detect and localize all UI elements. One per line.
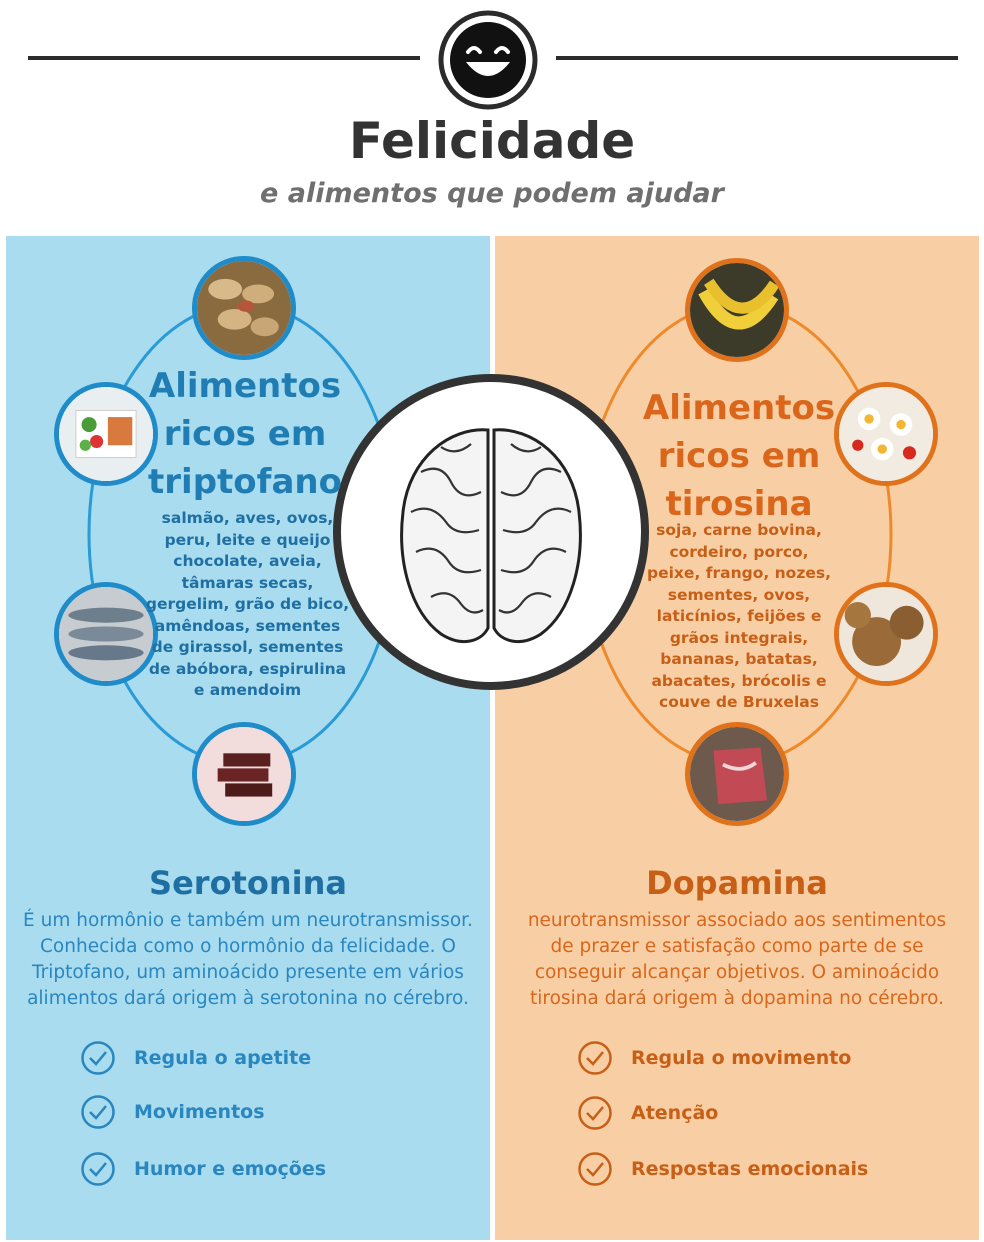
list-item: chocolate, aveia, (173, 552, 322, 570)
left-heading: Alimentos ricos em triptofano (140, 362, 350, 506)
right-food-list: soja, carne bovina, cordeiro, porco, pei… (634, 520, 844, 714)
list-item: tâmaras secas, (181, 573, 314, 592)
dopamine-benefit-1: Regula o movimento (577, 1040, 851, 1076)
description-line: Conhecida como o hormônio da felicidade.… (40, 936, 456, 957)
check-circle-icon (81, 1041, 115, 1075)
smiley-icon (438, 10, 538, 110)
list-item: peixe, frango, nozes, (647, 564, 831, 582)
list-item: bananas, batatas, (660, 650, 818, 668)
benefit-label: Humor e emoções (134, 1158, 327, 1180)
bananas-image (685, 258, 789, 362)
left-heading-line-1: Alimentos (148, 366, 342, 406)
peanuts-image (192, 256, 296, 360)
list-item: laticínios, feijões e (656, 607, 822, 625)
brain-image (331, 372, 651, 692)
chocolate-image (192, 722, 296, 826)
salad-image (54, 382, 158, 486)
header-line-right (556, 56, 958, 60)
benefit-label: Atenção (631, 1102, 719, 1124)
dopamine-benefit-2: Atenção (577, 1095, 718, 1131)
check-circle-icon (578, 1096, 612, 1130)
left-heading-line-2: ricos em (163, 414, 327, 454)
check-circle-icon (81, 1152, 115, 1186)
page-title: Felicidade (348, 112, 636, 170)
list-item: abacates, brócolis e (651, 671, 827, 690)
description-line: conseguir alcançar objetivos. O aminoáci… (534, 962, 940, 983)
benefit-label: Movimentos (134, 1101, 265, 1123)
check-circle-icon (578, 1041, 612, 1075)
left-food-list: salmão, aves, ovos, peru, leite e queijo… (140, 508, 355, 702)
description-line: tirosina dará origem à dopamina no céreb… (530, 988, 944, 1009)
sardines-image (54, 582, 158, 686)
right-heading-line-3: tirosina (665, 484, 813, 524)
list-item: cordeiro, porco, (669, 542, 809, 561)
description-line: alimentos dará origem à serotonina no cé… (27, 988, 469, 1009)
description-line: neurotransmissor associado aos sentiment… (527, 910, 947, 931)
list-item: salmão, aves, ovos, (161, 509, 334, 527)
list-item: de girassol, sementes (151, 638, 344, 656)
list-item: e amendoim (193, 681, 302, 699)
dopamine-description: neurotransmissor associado aos sentiment… (495, 908, 979, 1012)
description-line: de prazer e satisfação como parte de se (550, 936, 924, 957)
list-item: soja, carne bovina, (656, 521, 822, 539)
benefit-label: Regula o apetite (134, 1047, 312, 1069)
serotonin-description: É um hormônio e também um neurotransmiss… (6, 908, 490, 1012)
serotonin-benefit-2: Movimentos (80, 1094, 265, 1130)
list-item: amêndoas, sementes (154, 616, 341, 635)
left-heading-line-3: triptofano (148, 462, 342, 502)
eggs-image (834, 382, 938, 486)
check-circle-icon (578, 1152, 612, 1186)
benefit-label: Regula o movimento (631, 1047, 852, 1069)
description-line: É um hormônio e também um neurotransmiss… (23, 910, 473, 931)
check-circle-icon (81, 1095, 115, 1129)
list-item: couve de Bruxelas (659, 693, 819, 711)
walnuts-image (834, 582, 938, 686)
right-heading-line-1: Alimentos (642, 388, 836, 428)
page-subtitle: e alimentos que podem ajudar (260, 178, 724, 209)
right-heading-line-2: ricos em (657, 436, 821, 476)
benefit-label: Respostas emocionais (631, 1158, 869, 1180)
list-item: peru, leite e queijo (164, 530, 331, 549)
dopamine-benefit-3: Respostas emocionais (577, 1151, 868, 1187)
list-item: gergelim, grão de bico, (145, 595, 350, 613)
description-line: Triptofano, um aminoácido presente em vá… (32, 962, 464, 983)
serotonin-benefit-1: Regula o apetite (80, 1040, 311, 1076)
list-item: sementes, ovos, (667, 585, 811, 604)
list-item: de abóbora, espirulina (148, 659, 347, 678)
serotonin-benefit-3: Humor e emoções (80, 1151, 326, 1187)
right-heading: Alimentos ricos em tirosina (634, 384, 844, 528)
header-line-left (28, 56, 420, 60)
serotonin-title: Serotonina (149, 864, 347, 902)
dopamine-title: Dopamina (646, 864, 828, 902)
meat-image (685, 722, 789, 826)
list-item: grãos integrais, (669, 628, 809, 647)
